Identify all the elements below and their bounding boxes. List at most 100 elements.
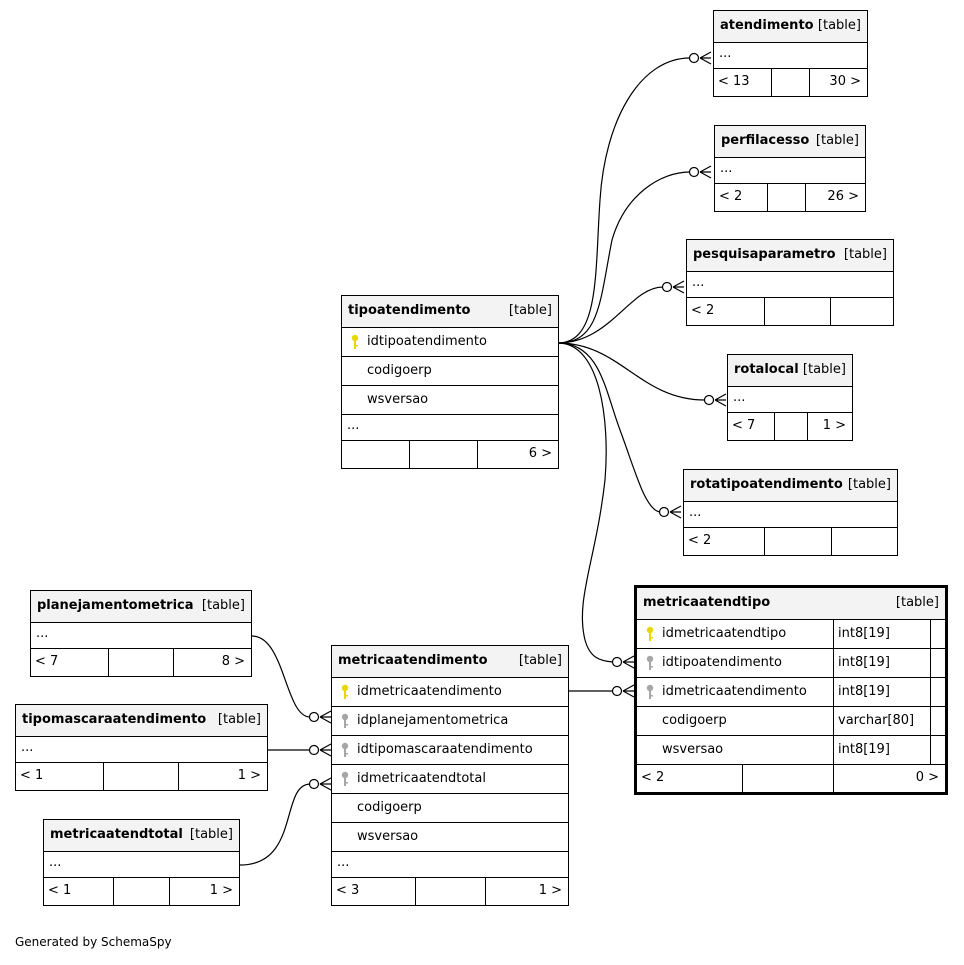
table-name: metricaatendtipo xyxy=(643,595,771,610)
table-metricaatendtotal[interactable]: metricaatendtotal [table] ... < 1 1 > xyxy=(43,819,240,906)
children-count[interactable]: 0 > xyxy=(915,770,939,785)
column-row[interactable]: idmetricaatendimento xyxy=(332,678,568,707)
ellipsis-row: ... xyxy=(714,43,867,69)
ellipsis-row: ... xyxy=(332,852,568,878)
children-count[interactable]: 1 > xyxy=(538,883,562,898)
table-rotatipoatendimento[interactable]: rotatipoatendimento [table] ... < 2 xyxy=(683,469,898,556)
column-row[interactable]: idmetricaatendtipo int8[19] xyxy=(637,620,945,649)
column-name: wsversao xyxy=(662,742,724,757)
parents-count[interactable]: < 2 xyxy=(688,533,712,548)
column-name: idmetricaatendimento xyxy=(357,684,502,699)
table-pesquisaparametro[interactable]: pesquisaparametro[table] ... < 2 xyxy=(686,239,894,326)
parents-count[interactable]: < 7 xyxy=(732,418,756,433)
column-row[interactable]: codigoerp varchar[80] xyxy=(637,707,945,736)
row-marker xyxy=(930,620,945,648)
table-tag: [table] xyxy=(189,827,233,842)
table-name: metricaatendimento xyxy=(338,653,488,668)
generated-by-footer: Generated by SchemaSpy xyxy=(15,935,172,949)
ellipsis-row: ... xyxy=(684,502,897,528)
parents-count[interactable]: < 7 xyxy=(35,654,59,669)
children-count[interactable]: 1 > xyxy=(822,418,846,433)
ellipsis-row: ... xyxy=(687,272,893,298)
table-rotalocal[interactable]: rotalocal[table] ... < 7 1 > xyxy=(727,354,853,441)
foreign-key-icon xyxy=(341,771,349,786)
ellipsis-row: ... xyxy=(728,387,852,413)
row-marker xyxy=(930,678,945,706)
table-tag: [table] xyxy=(802,362,846,377)
table-tag: [table] xyxy=(895,595,939,610)
table-tag: [table] xyxy=(217,712,261,727)
column-row[interactable]: wsversao xyxy=(342,386,558,415)
foreign-key-icon xyxy=(646,655,654,670)
table-footer: < 1 1 > xyxy=(44,878,239,905)
parents-count[interactable]: < 2 xyxy=(641,770,665,785)
column-type: int8[19] xyxy=(838,742,890,757)
children-count[interactable]: 30 > xyxy=(829,74,861,89)
table-footer: < 1 1 > xyxy=(16,763,267,790)
column-row[interactable]: idtipoatendimento int8[19] xyxy=(637,649,945,678)
primary-key-icon xyxy=(646,626,654,641)
children-count[interactable]: 6 > xyxy=(528,446,552,461)
edge-tipoatendimento-perfilacesso xyxy=(557,171,691,344)
table-tag: [table] xyxy=(843,247,887,262)
column-row[interactable]: codigoerp xyxy=(332,794,568,823)
column-name: wsversao xyxy=(357,829,419,844)
parents-count[interactable]: < 1 xyxy=(20,768,44,783)
table-tipoatendimento[interactable]: tipoatendimento[table] idtipoatendimento… xyxy=(341,295,559,469)
table-name: perfilacesso xyxy=(721,133,810,148)
table-name: metricaatendtotal xyxy=(50,827,183,842)
column-row[interactable]: idtipomascaraatendimento xyxy=(332,736,568,765)
table-atendimento[interactable]: atendimento[table] ... < 13 30 > xyxy=(713,10,868,97)
column-row[interactable]: codigoerp xyxy=(342,357,558,386)
column-row[interactable]: wsversao xyxy=(332,823,568,852)
edge-tipoatendimento-rotatipoatendimento xyxy=(557,342,661,513)
children-count[interactable]: 1 > xyxy=(237,768,261,783)
primary-key-icon xyxy=(341,684,349,699)
foreign-key-icon xyxy=(646,684,654,699)
column-row[interactable]: wsversao int8[19] xyxy=(637,736,945,765)
parents-count[interactable]: < 1 xyxy=(48,883,72,898)
table-name: tipoatendimento xyxy=(348,303,471,318)
parents-count[interactable]: < 3 xyxy=(336,883,360,898)
column-row[interactable]: idplanejamentometrica xyxy=(332,707,568,736)
column-name: idplanejamentometrica xyxy=(357,713,509,728)
table-tipomascaraatendimento[interactable]: tipomascaraatendimento[table] ... < 1 1 … xyxy=(15,704,268,791)
table-tag: [table] xyxy=(518,653,562,668)
parents-count[interactable]: < 13 xyxy=(718,74,750,89)
table-planejamentometrica[interactable]: planejamentometrica[table] ... < 7 8 > xyxy=(30,590,252,677)
column-type: int8[19] xyxy=(838,655,890,670)
column-name: idmetricaatendtotal xyxy=(357,771,486,786)
children-count[interactable]: 26 > xyxy=(827,189,859,204)
table-tag: [table] xyxy=(847,477,891,492)
table-perfilacesso[interactable]: perfilacesso[table] ... < 2 26 > xyxy=(714,125,866,212)
column-row[interactable]: idmetricaatendtotal xyxy=(332,765,568,794)
edge-tipoatendimento-metricaatendtipo xyxy=(557,342,614,663)
edge-planejamentometrica-metricaatendimento xyxy=(251,635,311,718)
parents-count[interactable]: < 2 xyxy=(719,189,743,204)
ellipsis-row: ... xyxy=(342,415,558,441)
children-count[interactable]: 8 > xyxy=(221,654,245,669)
column-type: int8[19] xyxy=(838,684,890,699)
ellipsis-row: ... xyxy=(44,852,239,878)
table-name: atendimento xyxy=(720,18,814,33)
table-footer: 6 > xyxy=(342,441,558,468)
table-name: rotatipoatendimento xyxy=(690,477,843,492)
table-metricaatendimento[interactable]: metricaatendimento [table] idmetricaatend… xyxy=(331,645,569,906)
table-name: planejamentometrica xyxy=(37,598,194,613)
column-row[interactable]: idmetricaatendimento int8[19] xyxy=(637,678,945,707)
row-marker xyxy=(930,707,945,735)
edge-metricaatendtotal-metricaatendimento xyxy=(239,783,311,866)
edge-tipoatendimento-atendimento xyxy=(557,57,691,344)
table-footer: < 7 8 > xyxy=(31,649,251,676)
column-row[interactable]: idtipoatendimento xyxy=(342,328,558,357)
column-type: varchar[80] xyxy=(838,713,915,728)
column-name: codigoerp xyxy=(357,800,422,815)
column-name: codigoerp xyxy=(662,713,727,728)
parents-count[interactable]: < 2 xyxy=(691,303,715,318)
table-metricaatendtipo[interactable]: metricaatendtipo [table] idmetricaatendti… xyxy=(634,585,948,795)
children-count[interactable]: 1 > xyxy=(209,883,233,898)
column-type: int8[19] xyxy=(838,626,890,641)
column-name: idmetricaatendimento xyxy=(662,684,807,699)
foreign-key-icon xyxy=(341,713,349,728)
table-name: rotalocal xyxy=(734,362,799,377)
